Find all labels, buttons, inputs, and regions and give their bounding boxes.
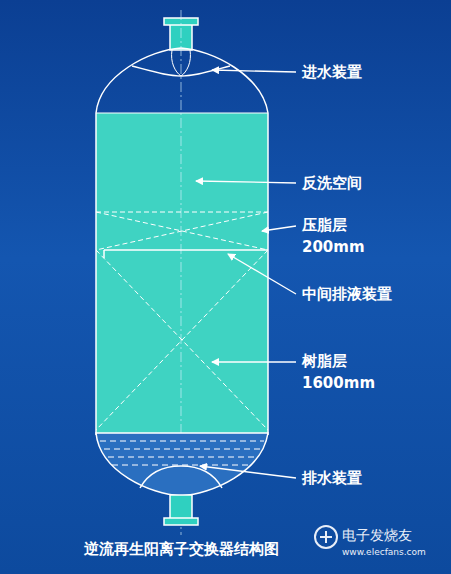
middle-drain [104, 249, 268, 251]
top-dome [96, 48, 268, 113]
part-label: 排水装置 [302, 468, 362, 490]
part-label: 进水装置 [302, 62, 362, 84]
watermark-url: www.elecfans.com [342, 547, 426, 557]
part-label: 反洗空间 [302, 173, 362, 195]
outlet-pipe [170, 495, 192, 520]
part-label: 压脂层 200mm [302, 215, 360, 259]
drain-device [140, 466, 222, 488]
strainer-lines [100, 441, 264, 465]
bottom-dome [96, 433, 268, 496]
watermark: 电子发烧友 [342, 527, 412, 545]
vessel-fill [96, 113, 268, 433]
watermark-icon [315, 526, 337, 548]
part-label: 中间排液装置 [302, 284, 392, 306]
leader-lines [196, 70, 296, 478]
part-label: 树脂层 1600mm [302, 351, 364, 395]
caption: 逆流再生阳离子交换器结构图 [84, 540, 279, 559]
